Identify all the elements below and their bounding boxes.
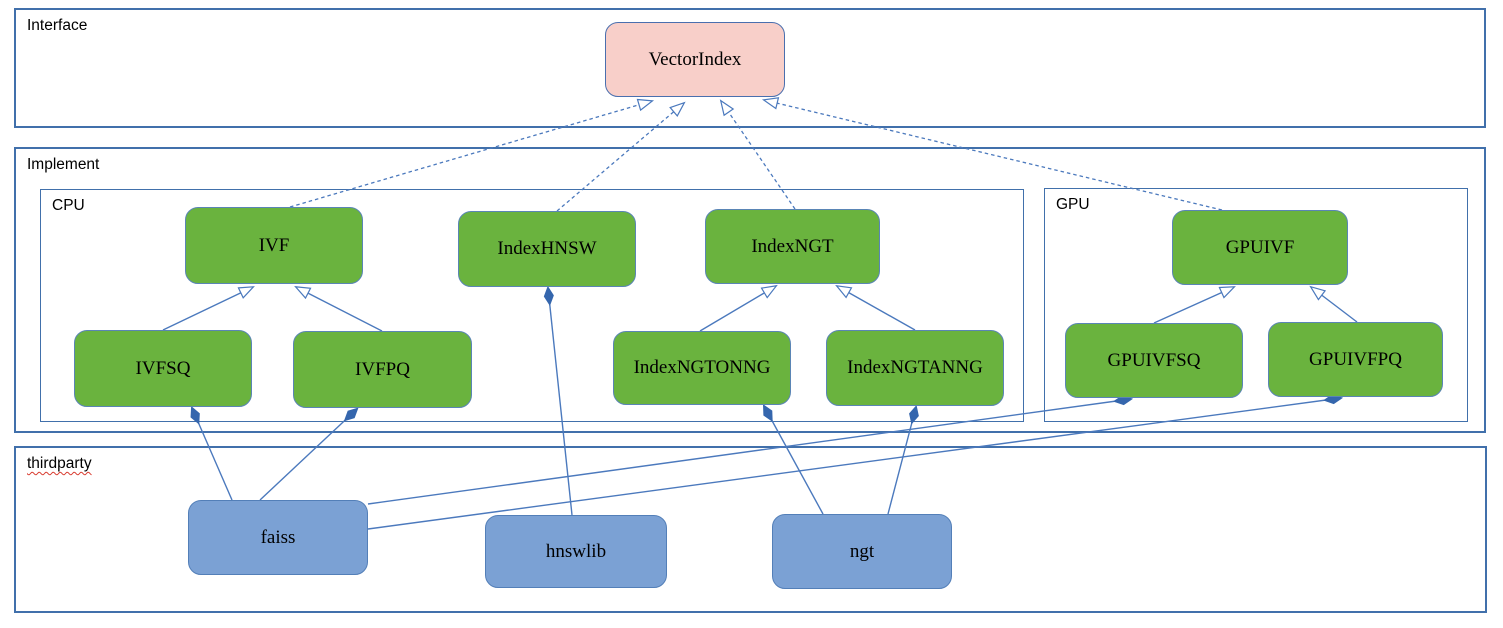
edge-faiss-ivfpq[interactable] xyxy=(259,409,357,501)
edge-ivf-vectorindex[interactable] xyxy=(289,98,655,208)
node-gpuivfsq-label: GPUIVFSQ xyxy=(1107,349,1201,371)
edge-ngt-indexngtanng[interactable] xyxy=(887,407,916,515)
node-gpuivf-label: GPUIVF xyxy=(1225,236,1295,258)
edge-hnswlib-indexhnsw[interactable] xyxy=(548,288,573,516)
edge-faiss-gpuivfpq[interactable] xyxy=(367,398,1341,530)
node-indexngtonng[interactable]: IndexNGTONNG xyxy=(613,331,791,405)
node-indexngt-label: IndexNGT xyxy=(751,235,834,257)
node-gpuivfsq[interactable]: GPUIVFSQ xyxy=(1065,323,1243,398)
edge-faiss-ivfsq[interactable] xyxy=(192,408,233,501)
node-hnswlib-label: hnswlib xyxy=(545,540,607,562)
node-indexhnsw[interactable]: IndexHNSW xyxy=(458,211,636,287)
edge-ngt-indexngtonng[interactable] xyxy=(764,406,824,515)
container-thirdparty[interactable]: thirdparty xyxy=(14,446,1487,613)
node-gpuivfpq-label: GPUIVFPQ xyxy=(1309,348,1402,370)
container-gpu[interactable]: GPU xyxy=(1044,188,1468,422)
edge-indexngt-vectorindex[interactable] xyxy=(719,99,796,210)
container-cpu[interactable]: CPU xyxy=(40,189,1024,422)
node-indexhnsw-label: IndexHNSW xyxy=(497,238,597,259)
node-ngt[interactable]: ngt xyxy=(772,514,952,589)
node-indexngtanng[interactable]: IndexNGTANNG xyxy=(826,330,1004,406)
edge-gpuivfpq-gpuivf[interactable] xyxy=(1309,285,1358,323)
node-ivfsq-label: IVFSQ xyxy=(135,357,191,379)
node-gpuivfpq[interactable]: GPUIVFPQ xyxy=(1268,322,1443,397)
edge-indexngtanng-indexngt[interactable] xyxy=(835,284,916,331)
node-ivfpq[interactable]: IVFPQ xyxy=(293,331,472,408)
node-ngt-label: ngt xyxy=(849,540,875,562)
node-faiss-label: faiss xyxy=(260,526,296,548)
node-vectorindex-label: VectorIndex xyxy=(648,48,742,70)
edge-gpuivfsq-gpuivf[interactable] xyxy=(1153,286,1236,324)
node-faiss[interactable]: faiss xyxy=(188,500,368,575)
node-gpuivf[interactable]: GPUIVF xyxy=(1172,210,1348,285)
container-thirdparty-label: thirdparty xyxy=(27,455,92,472)
node-ivf-label: IVF xyxy=(258,234,290,256)
edge-ivfpq-ivf[interactable] xyxy=(294,286,383,332)
edge-ivfsq-ivf[interactable] xyxy=(162,286,255,331)
container-implement-label: Implement xyxy=(27,156,100,173)
node-indexngt[interactable]: IndexNGT xyxy=(705,209,880,284)
node-indexngtanng-label: IndexNGTANNG xyxy=(847,357,983,378)
node-hnswlib[interactable]: hnswlib xyxy=(485,515,667,588)
edge-indexngtonng-indexngt[interactable] xyxy=(699,284,778,332)
edge-faiss-gpuivfsq[interactable] xyxy=(367,399,1131,505)
node-ivf[interactable]: IVF xyxy=(185,207,363,284)
container-interface-label: Interface xyxy=(27,17,88,34)
edge-gpuivf-vectorindex[interactable] xyxy=(761,97,1223,211)
container-cpu-label: CPU xyxy=(52,197,85,214)
edge-indexhnsw-vectorindex[interactable] xyxy=(556,101,686,212)
container-gpu-label: GPU xyxy=(1056,196,1090,213)
node-vectorindex[interactable]: VectorIndex xyxy=(605,22,785,97)
node-ivfsq[interactable]: IVFSQ xyxy=(74,330,252,407)
node-ivfpq-label: IVFPQ xyxy=(355,358,410,380)
node-indexngtonng-label: IndexNGTONNG xyxy=(633,357,771,378)
